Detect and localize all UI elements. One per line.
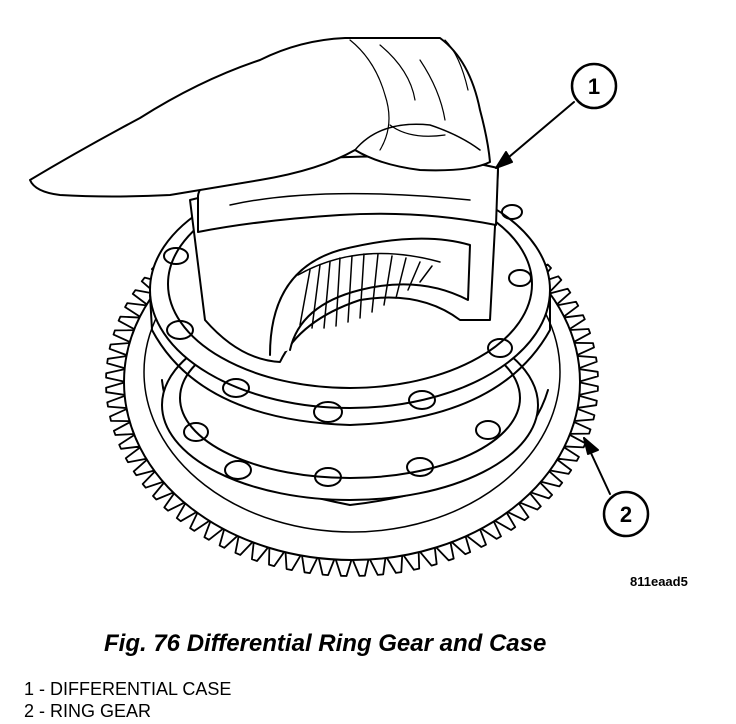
ring-gear-bolt-holes (183, 420, 501, 487)
figure-caption: Fig. 76 Differential Ring Gear and Case (104, 630, 547, 657)
callout-circle-1 (570, 62, 618, 110)
legend-item: 2 - RING GEAR (24, 701, 152, 721)
legend-item: 1 - DIFFERENTIAL CASE (24, 679, 232, 699)
leader-arrow-2 (583, 437, 599, 455)
case-bolt-holes (163, 204, 532, 423)
figure-reference-code: 811eaad5 (630, 574, 688, 589)
callout-number-1: 1 (588, 74, 600, 99)
side-gear (297, 252, 441, 329)
differential-illustration: 1 2 (29, 37, 650, 577)
hand (29, 37, 491, 198)
leader-arrow-1 (495, 151, 513, 169)
callout-number-2: 2 (620, 502, 632, 527)
legend: 1 - DIFFERENTIAL CASE 2 - RING GEAR (24, 678, 231, 722)
callout-circle-2 (602, 490, 650, 538)
